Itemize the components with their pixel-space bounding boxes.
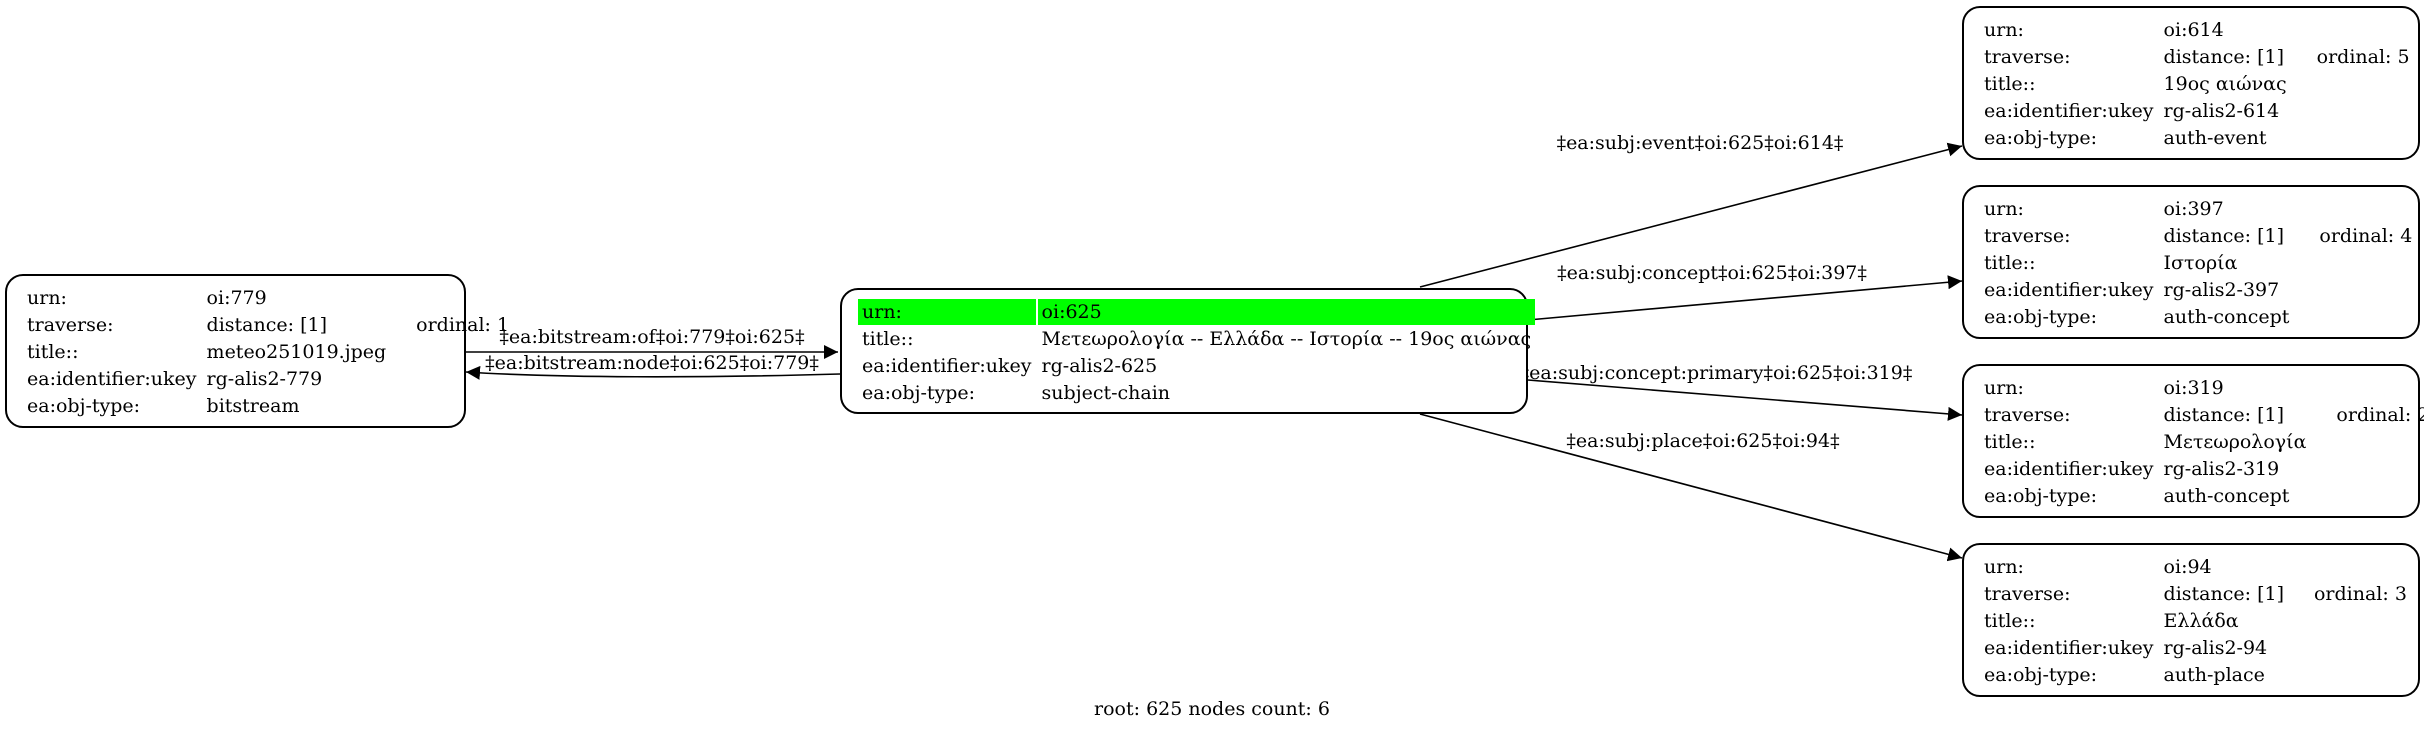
field-value: rg-alis2-625	[1041, 355, 1158, 377]
field-key: ea:obj-type:	[1984, 664, 2098, 686]
field-value: oi:625	[1037, 299, 1536, 325]
field-key: ea:identifier:ukey	[1984, 100, 2154, 122]
field-value: oi:319	[2163, 377, 2224, 399]
field-key: ea:obj-type:	[862, 382, 976, 404]
node-oi-779[interactable]: urn: oi:779 traverse: distance: [1] ordinal…	[5, 274, 509, 428]
node-table: urn: oi:319 traverse: distance: [1] ordinal…	[1978, 374, 2424, 510]
edge-subj-place[interactable]	[1419, 413, 1963, 562]
edge-label-bitstream-node: ‡ea:bitstream:node‡oi:625‡oi:779‡	[485, 352, 819, 374]
field-key: ea:identifier:ukey	[1984, 637, 2154, 659]
field-key: urn:	[1984, 556, 2024, 578]
edge-label-subj-concept-primary: ‡ea:subj:concept:primary‡oi:625‡oi:319‡	[1519, 362, 1913, 384]
field-value: rg-alis2-94	[2163, 637, 2268, 659]
field-value: distance: [1]	[2163, 404, 2284, 426]
edge-label-bitstream-of: ‡ea:bitstream:of‡oi:779‡oi:625‡	[499, 326, 805, 348]
node-oi-614[interactable]: urn: oi:614 traverse: distance: [1] ordinal…	[1962, 6, 2420, 160]
field-value: rg-alis2-319	[2163, 458, 2280, 480]
field-value: distance: [1]	[206, 314, 327, 336]
field-value: oi:779	[206, 287, 267, 309]
node-table: urn: oi:625 title::Μετεωρολογία -- Ελλάδ…	[856, 298, 1537, 407]
field-value: auth-concept	[2163, 485, 2290, 507]
field-key: ea:obj-type:	[1984, 306, 2098, 328]
node-table: urn: oi:779 traverse: distance: [1] ordinal…	[21, 284, 515, 420]
field-key: ea:identifier:ukey	[1984, 458, 2154, 480]
field-key: urn:	[1984, 377, 2024, 399]
field-value: bitstream	[206, 395, 300, 417]
field-key: ea:obj-type:	[27, 395, 141, 417]
edge-subj-event[interactable]	[1419, 142, 1963, 288]
field-value: auth-concept	[2163, 306, 2290, 328]
edge-bitstream-node[interactable]	[465, 365, 841, 380]
field-key: traverse:	[27, 314, 114, 336]
field-value: oi:397	[2163, 198, 2224, 220]
field-key: urn:	[27, 287, 67, 309]
node-oi-397[interactable]: urn: oi:397 traverse: distance: [1] ordinal…	[1962, 185, 2420, 339]
field-value: meteo251019.jpeg	[206, 341, 387, 363]
field-key: ea:obj-type:	[1984, 127, 2098, 149]
field-key: traverse:	[1984, 583, 2071, 605]
field-value: distance: [1]	[2163, 46, 2284, 68]
field-key: urn:	[858, 299, 1036, 325]
field-value: rg-alis2-397	[2163, 279, 2280, 301]
field-key: urn:	[1984, 19, 2024, 41]
edge-label-subj-place: ‡ea:subj:place‡oi:625‡oi:94‡	[1566, 430, 1840, 452]
field-ordinal: ordinal: 5	[2316, 46, 2410, 68]
edge-label-subj-concept: ‡ea:subj:concept‡oi:625‡oi:397‡	[1557, 262, 1867, 284]
node-oi-319[interactable]: urn: oi:319 traverse: distance: [1] ordinal…	[1962, 364, 2424, 518]
field-value: Μετεωρολογία -- Ελλάδα -- Ιστορία -- 19ο…	[1041, 328, 1532, 350]
edge-label-subj-event: ‡ea:subj:event‡oi:625‡oi:614‡	[1556, 132, 1844, 154]
field-ordinal: ordinal: 3	[2313, 583, 2407, 605]
field-key: traverse:	[1984, 225, 2071, 247]
edge-subj-concept-primary[interactable]	[1527, 379, 1963, 421]
field-key: title::	[1984, 431, 2036, 453]
field-value: oi:614	[2163, 19, 2224, 41]
field-value: 19ος αιώνας	[2163, 73, 2287, 95]
field-value: auth-place	[2163, 664, 2265, 686]
field-key: title::	[27, 341, 79, 363]
field-key: ea:obj-type:	[1984, 485, 2098, 507]
field-value: oi:94	[2163, 556, 2212, 578]
edge-subj-concept[interactable]	[1527, 275, 1963, 321]
field-key: ea:identifier:ukey	[1984, 279, 2154, 301]
node-table: urn: oi:614 traverse: distance: [1] ordinal…	[1978, 16, 2416, 152]
field-key: urn:	[1984, 198, 2024, 220]
field-key: traverse:	[1984, 46, 2071, 68]
field-ordinal: ordinal: 2	[2336, 404, 2424, 426]
field-value: auth-event	[2163, 127, 2267, 149]
field-key: ea:identifier:ukey	[862, 355, 1032, 377]
field-ordinal: ordinal: 4	[2319, 225, 2413, 247]
node-oi-94[interactable]: urn: oi:94 traverse: distance: [1] ordinal:…	[1962, 543, 2420, 697]
node-table: urn: oi:397 traverse: distance: [1] ordinal…	[1978, 195, 2418, 331]
field-value: Ιστορία	[2163, 252, 2238, 274]
field-key: title::	[862, 328, 914, 350]
field-key: title::	[1984, 252, 2036, 274]
field-value: Μετεωρολογία	[2163, 431, 2307, 453]
field-key: title::	[1984, 73, 2036, 95]
field-value: subject-chain	[1041, 382, 1171, 404]
field-key: traverse:	[1984, 404, 2071, 426]
field-key: ea:identifier:ukey	[27, 368, 197, 390]
graph-footer: root: 625 nodes count: 6	[1094, 698, 1330, 720]
node-table: urn: oi:94 traverse: distance: [1] ordinal:…	[1978, 553, 2413, 689]
field-value: Ελλάδα	[2163, 610, 2239, 632]
highlight-row: urn: oi:625	[858, 299, 1536, 325]
field-value: distance: [1]	[2163, 225, 2284, 247]
field-value: rg-alis2-779	[206, 368, 323, 390]
field-ordinal: ordinal: 1	[416, 314, 510, 336]
field-key: title::	[1984, 610, 2036, 632]
field-value: rg-alis2-614	[2163, 100, 2280, 122]
field-value: distance: [1]	[2163, 583, 2284, 605]
node-oi-625-root[interactable]: urn: oi:625 title::Μετεωρολογία -- Ελλάδ…	[840, 288, 1536, 414]
